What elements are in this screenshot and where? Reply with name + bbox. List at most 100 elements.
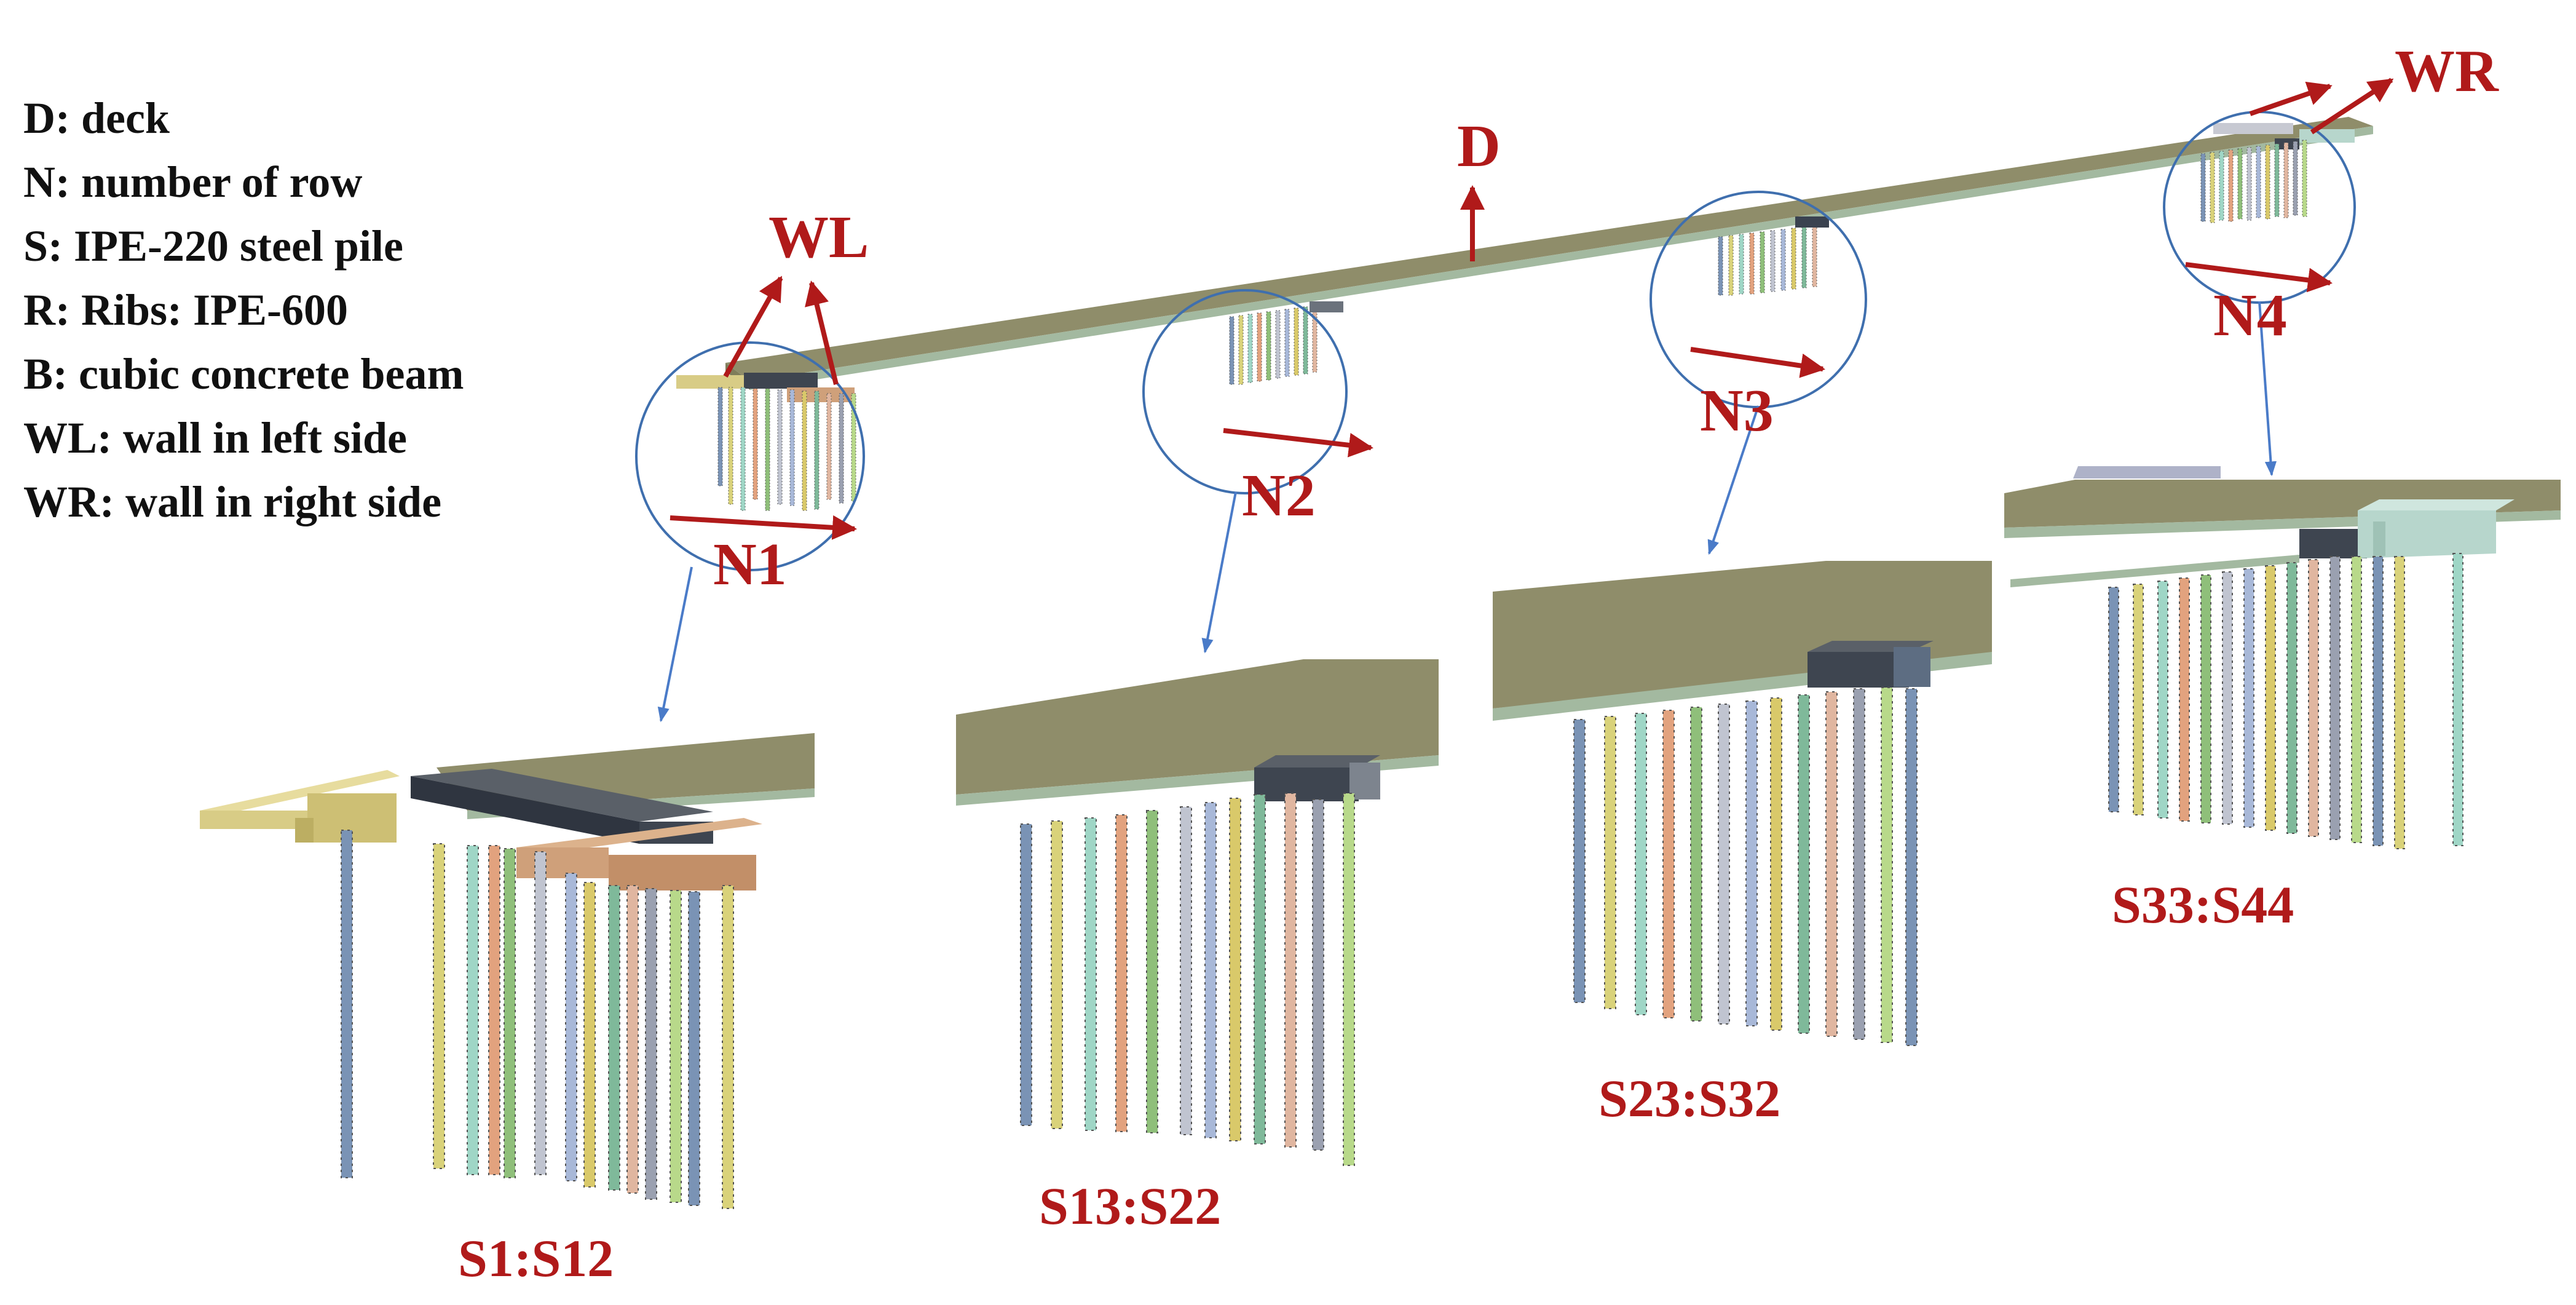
- detail-row2-piles: [1020, 793, 1355, 1166]
- detail-row1-pile-14: [722, 885, 734, 1209]
- detail-row4-pile-14: [2394, 556, 2405, 849]
- overview-row4-pile-1: [2200, 153, 2206, 222]
- detail-row3-pile-10: [1825, 691, 1838, 1037]
- row4-direction-arrow: [2185, 262, 2333, 293]
- leader-line-1: [657, 566, 693, 723]
- overview-row3-pile-8: [1791, 228, 1796, 290]
- detail-row4-piles: [2108, 553, 2463, 849]
- overview-row4-pile-7: [2256, 146, 2261, 218]
- detail-row2-pile-2: [1051, 820, 1063, 1129]
- detail-row1-pile-10: [626, 885, 639, 1194]
- overview-row3-pile-9: [1801, 226, 1807, 288]
- overview-row1-pile-9: [814, 391, 820, 510]
- overview-row4-pile-9: [2274, 143, 2280, 217]
- leader-line-2: [1201, 491, 1237, 654]
- detail-row3-pile-3: [1635, 713, 1647, 1015]
- overview-row3-pile-2: [1728, 235, 1734, 296]
- detail-row2-pile-7: [1204, 802, 1217, 1138]
- overview-row2-pile-10: [1312, 305, 1318, 373]
- row1-direction-arrow: [670, 515, 857, 540]
- overview-row4-pile-5: [2237, 148, 2243, 220]
- detail-row4-pile-10: [2308, 559, 2319, 837]
- overview-row3-pile-7: [1780, 229, 1786, 291]
- detail-row3: [1493, 561, 1992, 721]
- wall-left-label: WL: [768, 204, 869, 271]
- detail-row1-pile-3: [467, 845, 479, 1175]
- leader-line-4: [2258, 301, 2277, 477]
- detail-row4-pile-5: [2200, 574, 2211, 823]
- detail-row1-pile-12: [670, 890, 682, 1203]
- overview-row3-pile-1: [1718, 236, 1723, 296]
- detail-row4-pile-2: [2133, 584, 2144, 815]
- detail-row3-pile-4: [1662, 710, 1675, 1018]
- overview-row1-pile-10: [826, 393, 832, 500]
- legend-item-deck: D: deck: [23, 93, 170, 143]
- legend-item-wall-right: WR: wall in right side: [23, 477, 442, 526]
- detail-row3-pile-7: [1745, 700, 1758, 1026]
- detail-row4-pile-12: [2351, 556, 2362, 843]
- overview-beam-n2: [1310, 301, 1343, 312]
- group-label-s13-s22: S13:S22: [1039, 1176, 1221, 1236]
- overview-row3-pile-6: [1770, 230, 1776, 292]
- overview-row3-pile-4: [1749, 232, 1755, 295]
- detail-row3-pile-13: [1905, 688, 1918, 1046]
- overview-row4-pile-6: [2246, 147, 2252, 221]
- detail-row2-pile-6: [1180, 806, 1192, 1135]
- detail-row1-pile-4: [488, 845, 500, 1175]
- overview-row3-pile-10: [1812, 225, 1817, 287]
- detail-row3-piles: [1573, 687, 1918, 1046]
- group-label-s1-s12: S1:S12: [458, 1229, 614, 1288]
- detail-row1-pile-11: [645, 888, 657, 1200]
- detail-row4-pile-1: [2108, 587, 2119, 812]
- overview-row1-pile-3: [740, 387, 746, 511]
- detail-row4: [2004, 466, 2561, 587]
- detail-row2-pile-9: [1254, 794, 1266, 1144]
- detail-row3-pile-5: [1690, 707, 1702, 1021]
- detail-row2-pile-4: [1115, 814, 1128, 1132]
- overview-row1-pile-2: [728, 387, 733, 505]
- detail-row1-pile-5: [504, 848, 516, 1178]
- detail-row4-pile-11: [2329, 556, 2341, 840]
- wall-right-label: WR: [2395, 38, 2499, 105]
- overview-row1-pile-5: [765, 388, 770, 511]
- overview-row1-pile-4: [753, 388, 758, 500]
- overview-piles: [717, 140, 2307, 511]
- overview-deck: [725, 117, 2373, 390]
- overview-row4-pile-3: [2219, 151, 2224, 221]
- deck-label: D: [1457, 113, 1501, 180]
- overview-row1-pile-7: [789, 389, 795, 506]
- overview-row2-pile-7: [1284, 309, 1290, 377]
- row2-direction-arrow: [1223, 428, 1373, 458]
- detail-row1-pile-1: [341, 830, 353, 1178]
- detail-row2-pile-12: [1343, 793, 1355, 1166]
- row3-direction-arrow: [1690, 347, 1825, 378]
- detail-row3-pile-11: [1853, 688, 1865, 1040]
- detail-row2-pile-5: [1146, 810, 1158, 1133]
- overview-row2-pile-4: [1257, 312, 1262, 382]
- detail-row4-pile-7: [2243, 568, 2254, 828]
- overview-row2-pile-2: [1238, 315, 1244, 385]
- row2-label: N2: [1242, 462, 1316, 529]
- detail-row2-pile-3: [1085, 817, 1097, 1131]
- detail-row1-pile-8: [583, 882, 596, 1188]
- detail-row1: [200, 733, 815, 890]
- row3-label: N3: [1700, 378, 1774, 444]
- detail-row2: [956, 659, 1439, 806]
- overview-row2-pile-8: [1294, 307, 1299, 376]
- detail-row4-pile-3: [2157, 581, 2168, 819]
- overview-row2-pile-9: [1303, 306, 1308, 375]
- row4-label: N4: [2213, 282, 2287, 349]
- detail-row3-pile-9: [1798, 694, 1810, 1034]
- overview-row2-pile-1: [1229, 316, 1235, 385]
- overview-row1-pile-11: [839, 393, 844, 504]
- group-label-s33-s44: S33:S44: [2112, 875, 2294, 934]
- wall-left-arrow-1: [723, 276, 783, 378]
- legend-item-steel-pile: S: IPE-220 steel pile: [23, 221, 403, 271]
- wall-right-arrow-2: [2310, 77, 2394, 135]
- overview-row4-pile-4: [2228, 149, 2234, 222]
- leader-line-3: [1707, 405, 1760, 555]
- detail-row3-pile-8: [1770, 697, 1782, 1031]
- detail-row2-pile-8: [1229, 798, 1241, 1141]
- wall-left-arrow-2: [805, 280, 839, 385]
- overview-row4-pile-10: [2283, 142, 2289, 218]
